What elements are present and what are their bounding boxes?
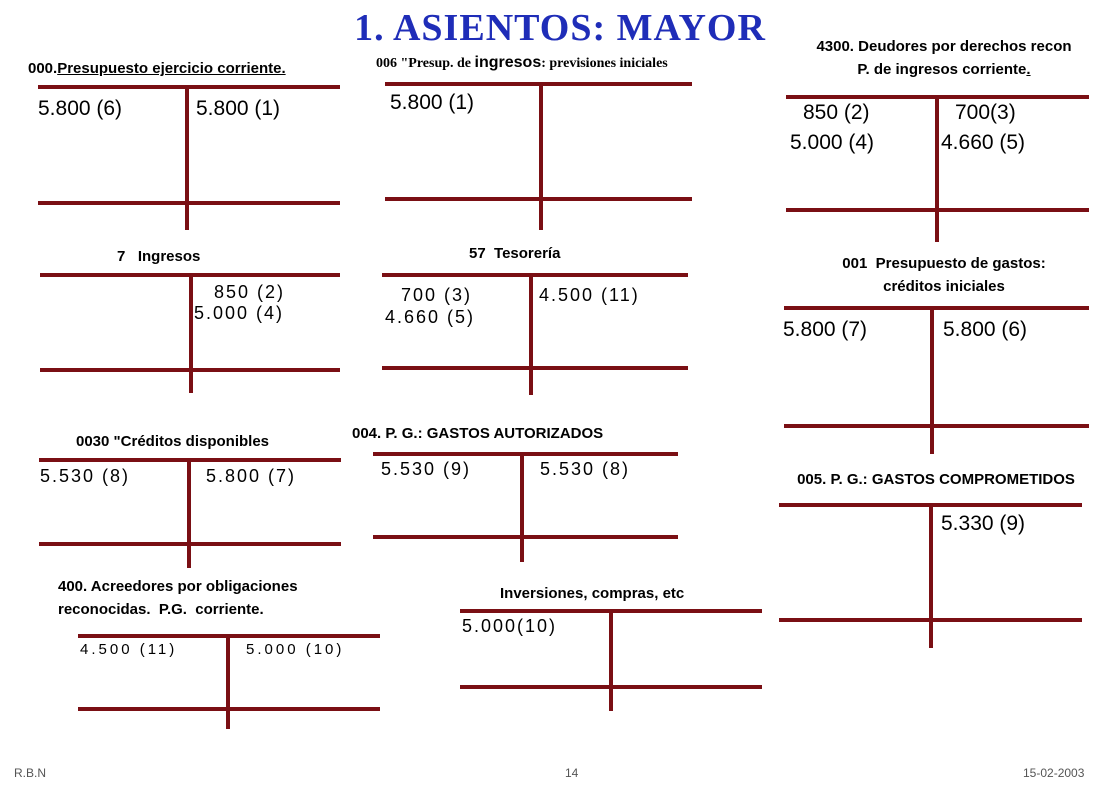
account-400-bottom-line xyxy=(78,707,380,711)
account-57-bottom-line xyxy=(382,366,688,370)
account-000-credit-entry: 5.800 (1) xyxy=(196,97,281,120)
account-400-credit-entry: 5.000 (10) xyxy=(246,641,345,658)
account-006-top-line xyxy=(385,82,692,86)
account-001-title-line2: créditos iniciales xyxy=(883,278,1005,295)
footer-page-number: 14 xyxy=(565,766,579,780)
account-400-debit-entry: 4.500 (11) xyxy=(80,641,178,658)
account-4300-credit-entry-1: 700(3) xyxy=(955,101,1016,124)
footer-author: R.B.N xyxy=(14,766,47,780)
account-004-debit-entry: 5.530 (9) xyxy=(381,459,472,479)
account-400-divider xyxy=(226,634,230,729)
slide-title: 1. ASIENTOS: MAYOR xyxy=(354,7,766,49)
account-400-title-line1: 400. Acreedores por obligaciones xyxy=(58,578,298,595)
account-000-bottom-line xyxy=(38,201,340,205)
account-4300-debit-entry-1: 850 (2) xyxy=(803,101,870,124)
account-004-bottom-line xyxy=(373,535,678,539)
account-000-title: 000.Presupuesto ejercicio corriente. xyxy=(28,60,286,77)
account-005-credit-entry: 5.330 (9) xyxy=(941,512,1026,535)
account-000-debit-entry: 5.800 (6) xyxy=(38,97,123,120)
account-006-debit-entry: 5.800 (1) xyxy=(390,91,475,114)
account-0030-title: 0030 "Créditos disponibles xyxy=(76,433,270,450)
inversiones-bottom-line xyxy=(460,685,762,689)
account-006-bottom-line xyxy=(385,197,692,201)
account-400-title-line2: reconocidas. P.G. corriente. xyxy=(58,601,264,618)
account-7-divider xyxy=(189,273,193,393)
account-004-top-line xyxy=(373,452,678,456)
account-001-top-line xyxy=(784,306,1089,310)
account-000-divider xyxy=(185,85,189,230)
account-0030-debit-entry: 5.530 (8) xyxy=(40,466,131,486)
inversiones-debit-entry: 5.000(10) xyxy=(462,616,558,636)
account-001-title-line1: 001 Presupuesto de gastos: xyxy=(842,255,1046,272)
account-006-title: 006 "Presup. de ingresos: previsiones in… xyxy=(376,54,668,71)
account-57-debit-entry-2: 4.660 (5) xyxy=(385,307,476,327)
account-4300-credit-entry-2: 4.660 (5) xyxy=(941,131,1026,154)
inversiones-divider xyxy=(609,609,613,711)
account-7-title: 7 Ingresos xyxy=(117,248,201,265)
account-0030-bottom-line xyxy=(39,542,341,546)
account-4300-title-line1: 4300. Deudores por derechos recon xyxy=(816,38,1072,55)
account-57-top-line xyxy=(382,273,688,277)
account-57-credit-entry: 4.500 (11) xyxy=(539,285,640,305)
account-0030-divider xyxy=(187,458,191,568)
account-57-title: 57 Tesorería xyxy=(469,245,561,262)
account-004-credit-entry: 5.530 (8) xyxy=(540,459,631,479)
account-57-divider xyxy=(529,273,533,395)
account-005-title: 005. P. G.: GASTOS COMPROMETIDOS xyxy=(797,471,1075,488)
account-001-credit-entry: 5.800 (6) xyxy=(943,318,1028,341)
account-004-title: 004. P. G.: GASTOS AUTORIZADOS xyxy=(352,425,604,442)
account-006-divider xyxy=(539,82,543,230)
account-004-divider xyxy=(520,452,524,562)
inversiones-title: Inversiones, compras, etc xyxy=(500,585,685,602)
account-4300-divider xyxy=(935,95,939,242)
account-4300-debit-entry-2: 5.000 (4) xyxy=(790,131,875,154)
account-4300-bottom-line xyxy=(786,208,1089,212)
account-4300-title-line2: P. de ingresos corriente. xyxy=(857,61,1031,78)
account-0030-credit-entry: 5.800 (7) xyxy=(206,466,297,486)
account-000-top-line xyxy=(38,85,340,89)
account-57-debit-entry-1: 700 (3) xyxy=(401,285,473,305)
account-7-credit-entry-1: 850 (2) xyxy=(214,282,286,302)
account-001-bottom-line xyxy=(784,424,1089,428)
account-001-debit-entry: 5.800 (7) xyxy=(783,318,868,341)
footer-date: 15-02-2003 xyxy=(1023,766,1085,780)
account-7-bottom-line xyxy=(40,368,340,372)
account-001-divider xyxy=(930,306,934,454)
account-7-credit-entry-2: 5.000 (4) xyxy=(194,303,285,323)
account-005-bottom-line xyxy=(779,618,1082,622)
account-005-divider xyxy=(929,503,933,648)
